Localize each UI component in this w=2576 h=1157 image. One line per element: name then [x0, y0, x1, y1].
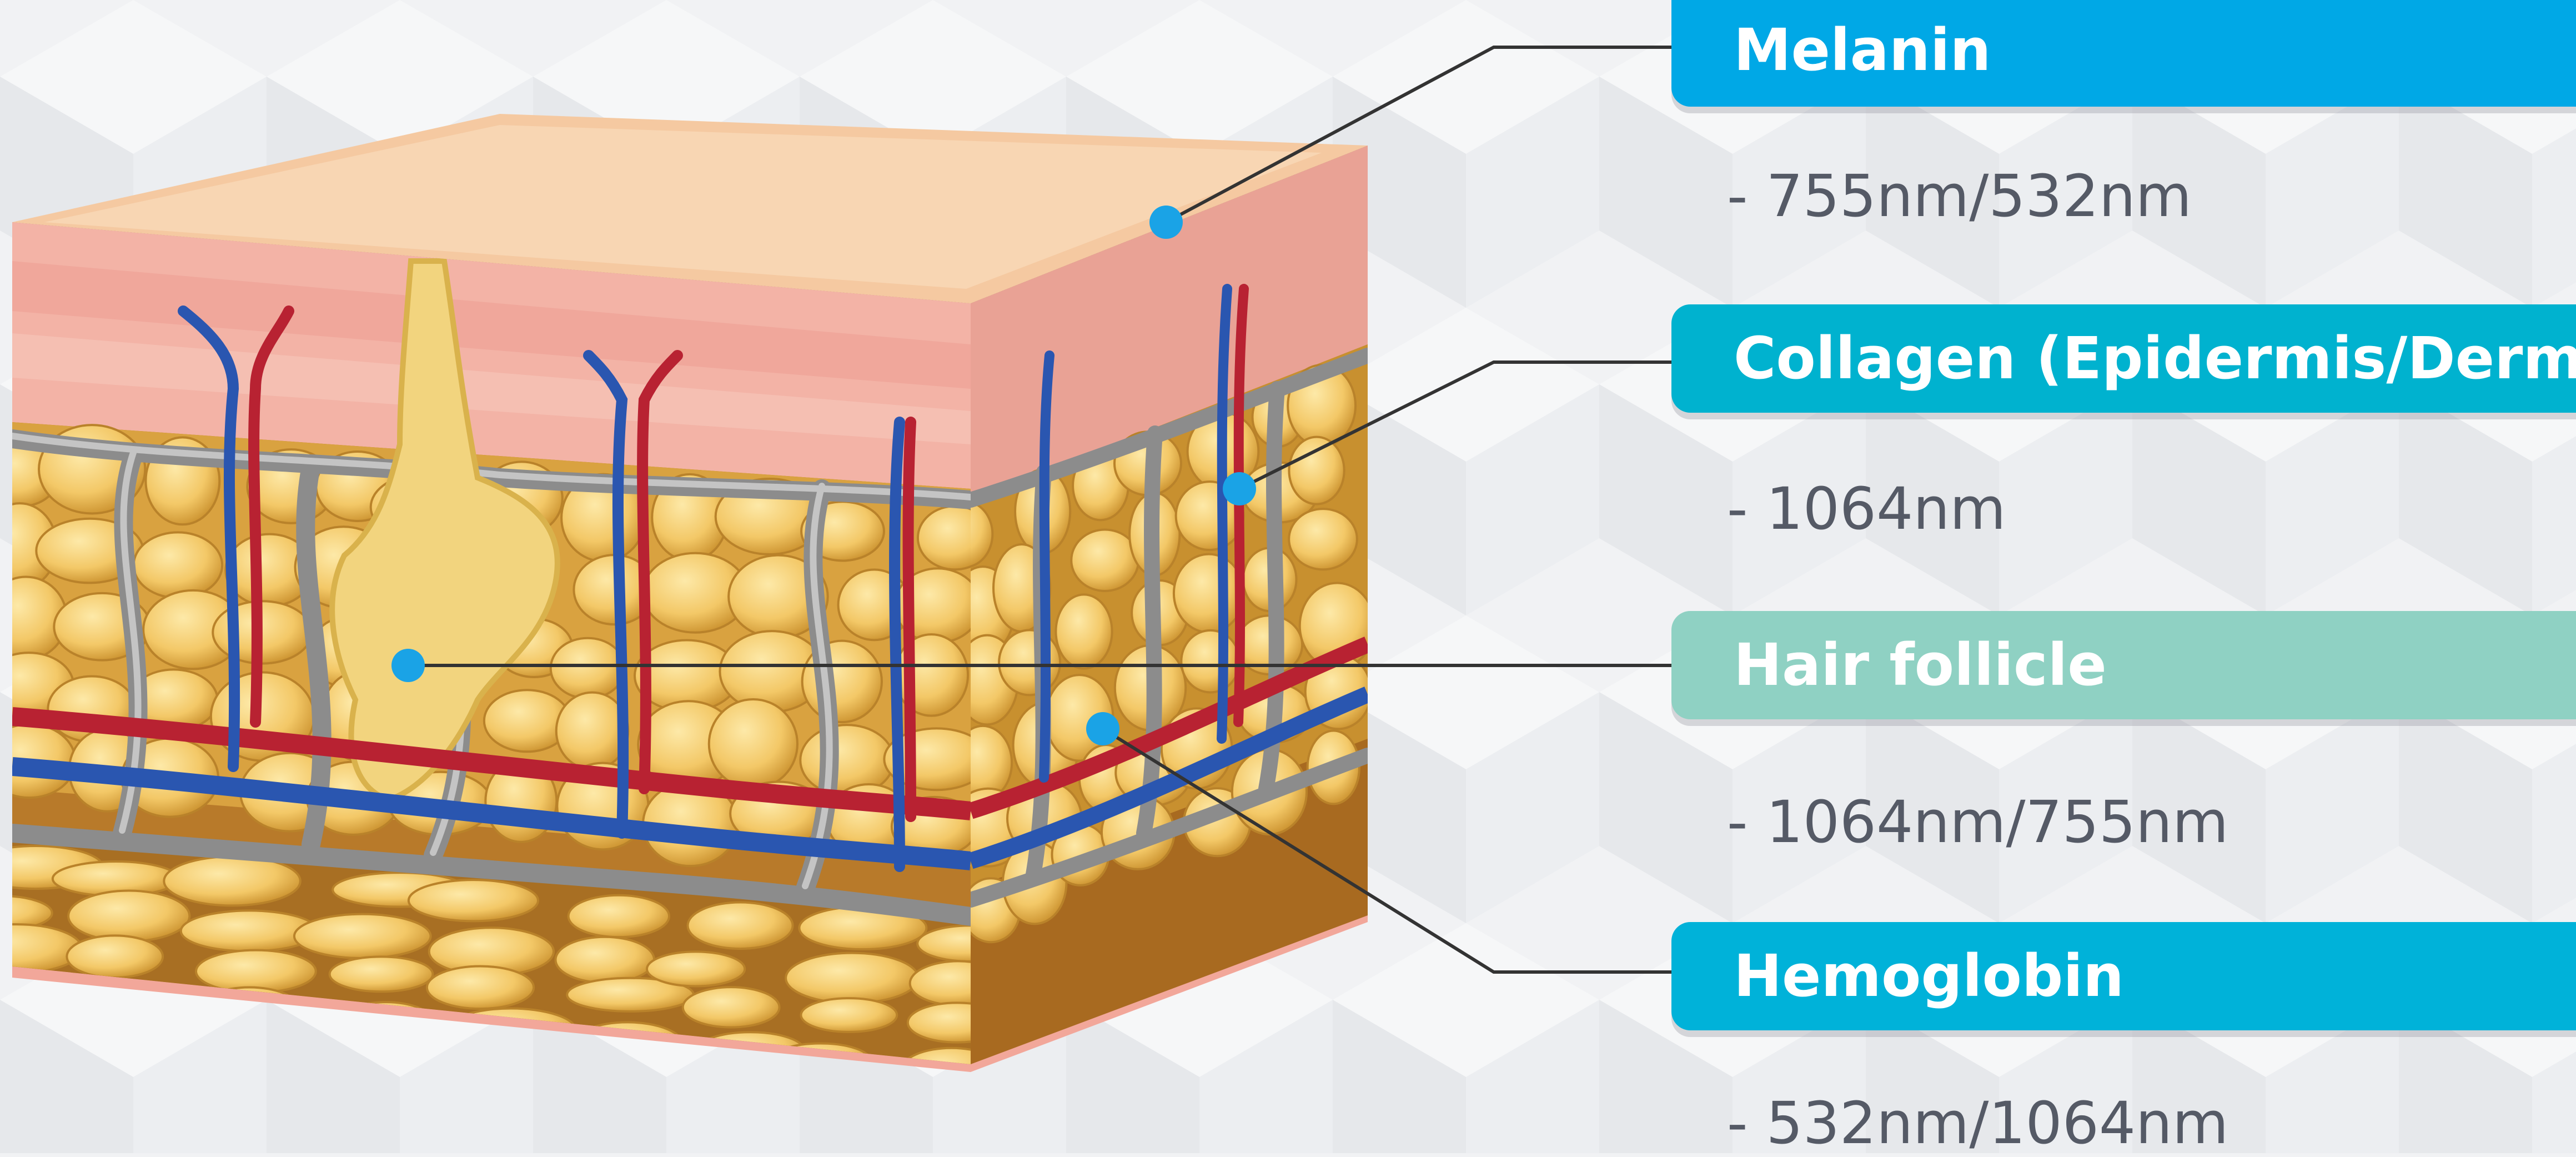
- hair-follicle-value: - 1064nm/755nm: [1727, 789, 2228, 855]
- hemoglobin-marker: [1086, 712, 1119, 745]
- fat-cell: [687, 903, 792, 949]
- collagen-value: - 1064nm: [1727, 475, 2006, 542]
- fat-cell: [409, 880, 538, 921]
- fat-cell: [1289, 437, 1344, 504]
- fat-cell: [1289, 509, 1357, 569]
- fat-cell: [999, 630, 1060, 695]
- hair-follicle-label: Hair follicle: [1671, 611, 2576, 719]
- fat-cell: [68, 891, 189, 941]
- fat-cell: [801, 998, 897, 1032]
- fat-cell: [786, 953, 918, 1004]
- fat-cell: [330, 956, 433, 991]
- fat-cell: [134, 532, 223, 598]
- fat-cell: [294, 914, 431, 958]
- fat-cell: [569, 895, 669, 937]
- fat-cell: [709, 699, 797, 788]
- melanin-value: - 755nm/532nm: [1727, 163, 2192, 229]
- melanin-marker: [1149, 206, 1183, 239]
- fat-cell: [67, 935, 163, 978]
- fat-cell: [551, 638, 625, 699]
- front-face: [0, 211, 1025, 1093]
- hemoglobin-value: - 532nm/1064nm: [1727, 1090, 2228, 1156]
- fat-cell: [427, 966, 534, 1009]
- fat-cell: [1056, 594, 1112, 668]
- melanin-label: Melanin: [1671, 0, 2576, 107]
- fat-cell: [555, 937, 654, 983]
- fat-cell: [683, 987, 780, 1027]
- fat-cell: [647, 951, 745, 986]
- fat-cell: [1071, 529, 1138, 591]
- fat-cell: [1174, 554, 1244, 633]
- fat-cell: [196, 950, 316, 993]
- hair-follicle-marker: [391, 649, 425, 682]
- fat-cell: [1181, 630, 1239, 693]
- hemoglobin-label: Hemoglobin: [1671, 922, 2576, 1030]
- collagen-marker: [1223, 472, 1256, 505]
- collagen-label: Collagen (Epidermis/Dermis): [1671, 304, 2576, 413]
- fat-cell: [164, 857, 300, 905]
